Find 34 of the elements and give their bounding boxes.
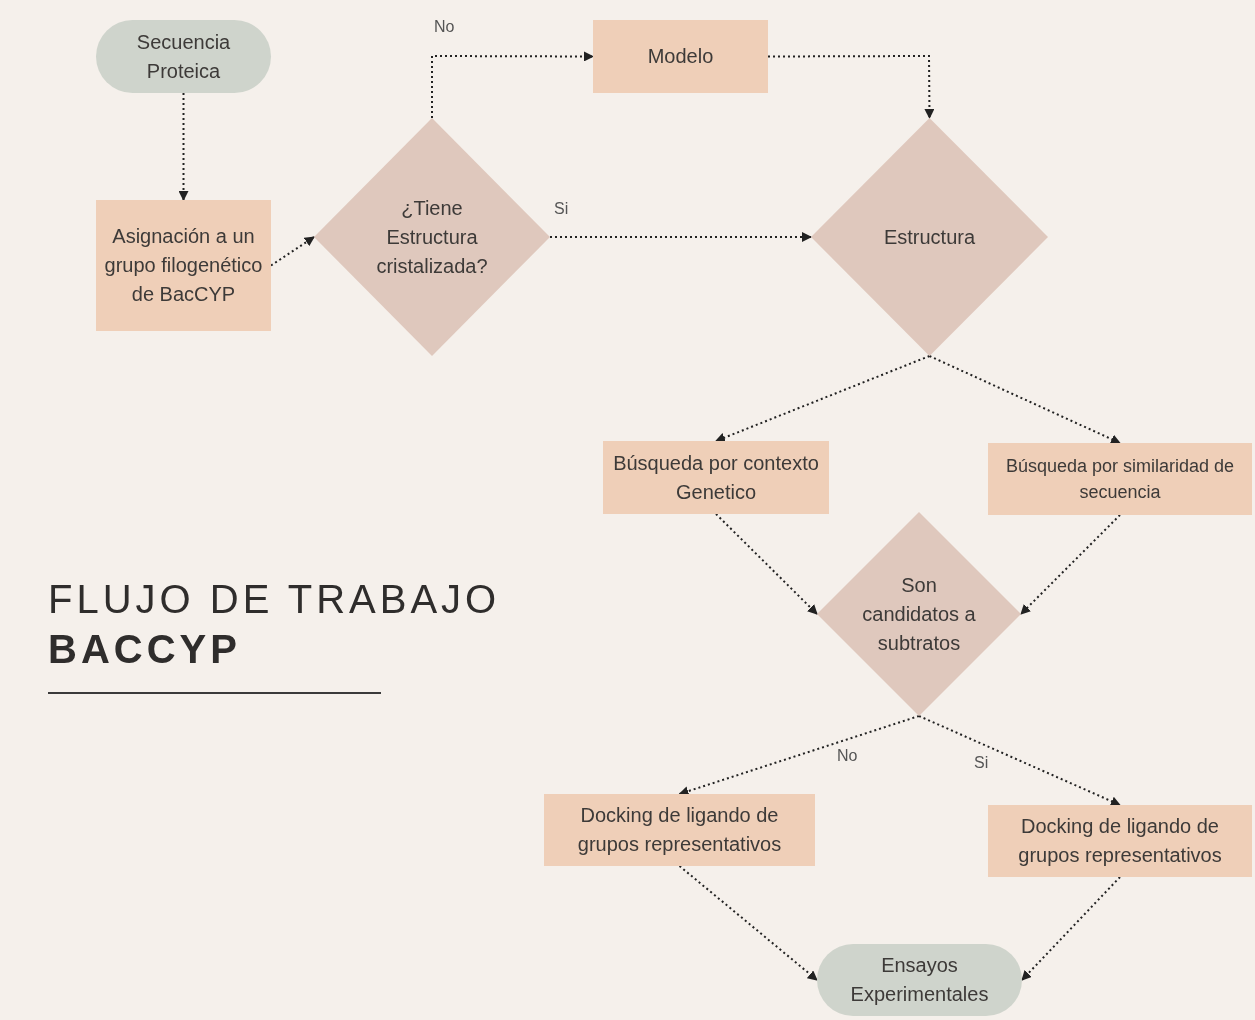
node-label: Secuencia Proteica xyxy=(135,29,232,84)
arrow xyxy=(928,355,1121,444)
arrow xyxy=(1021,876,1121,981)
process-box xyxy=(988,443,1252,515)
arrow xyxy=(715,355,931,443)
process-box xyxy=(96,200,271,331)
node-label: Búsqueda por contexto Genetico xyxy=(612,450,820,505)
process-box xyxy=(603,441,829,514)
arrow xyxy=(715,513,818,615)
arrow xyxy=(549,232,812,242)
arrow xyxy=(270,236,315,267)
node-label: Asignación a un grupo filogenético de BacCYP xyxy=(104,224,263,307)
arrow xyxy=(767,55,935,119)
node-label: Docking de ligando de grupos representativos xyxy=(576,803,783,857)
node-label: ¿Tiene Estructura cristalizada? xyxy=(375,195,489,279)
node-label: Docking de ligando de grupos representativos xyxy=(1017,814,1223,868)
arrow xyxy=(918,715,1121,806)
decision-diamond xyxy=(817,512,1021,716)
node-label: Modelo xyxy=(647,44,714,69)
node-label: Búsqueda por similaridad de secuencia xyxy=(1004,454,1236,504)
process-box xyxy=(544,794,815,866)
node-label: Son candidatos a subtratos xyxy=(861,572,977,656)
decision-diamond xyxy=(811,118,1048,356)
title: FLUJO DE TRABAJO BACCYP xyxy=(48,576,502,673)
arrow xyxy=(178,92,189,201)
node-label: Estructura xyxy=(883,224,976,250)
process-box xyxy=(988,805,1252,877)
arrow xyxy=(1020,514,1121,615)
node-label: Ensayos Experimentales xyxy=(849,953,990,1007)
process-box xyxy=(593,20,768,93)
decision-diamond xyxy=(314,118,550,356)
arrow xyxy=(431,51,594,119)
arrow xyxy=(678,865,818,981)
arrow xyxy=(678,715,920,796)
